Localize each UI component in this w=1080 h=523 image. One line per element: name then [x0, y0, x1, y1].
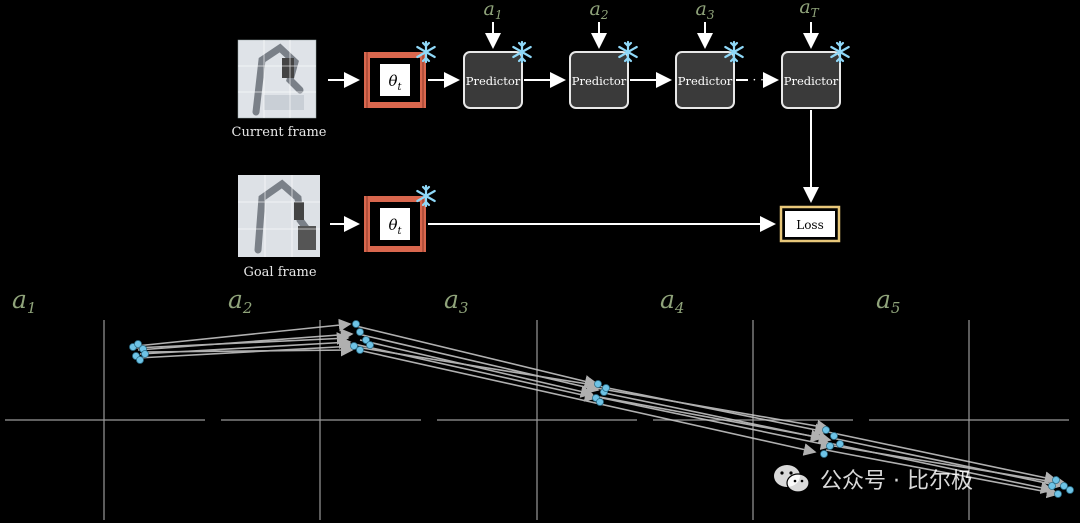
current-frame-image [237, 39, 317, 119]
top-action-3: a [696, 0, 707, 20]
predictor-2-label: Predictor [572, 74, 627, 88]
top-action-2-sub: 2 [600, 8, 609, 22]
predictor-2: Predictor [569, 51, 629, 109]
svg-text:a4: a4 [660, 285, 684, 317]
encoder-top-theta: θ [388, 72, 397, 90]
bottom-action-3: a [444, 285, 459, 314]
goal-frame-label: Goal frame [243, 265, 316, 280]
encoder-bottom: θt [364, 196, 426, 252]
watermark: 公众号 · 比尔极 [772, 462, 973, 496]
loss-box: Loss [779, 205, 841, 243]
top-action-1: a [484, 0, 495, 20]
svg-text:a1: a1 [12, 285, 36, 317]
encoder-bottom-sub: t [398, 226, 403, 237]
bottom-action-4: a [660, 285, 675, 314]
top-action-3-sub: 3 [707, 8, 715, 22]
svg-text:a5: a5 [876, 285, 900, 317]
top-action-2: a [590, 0, 601, 20]
goal-frame-image [238, 175, 320, 257]
predictor-T: Predictor [781, 51, 841, 109]
wechat-icon [772, 462, 812, 496]
action-plots: a1 a2 a3 a4 a5 [5, 285, 1074, 520]
predictor-1-label: Predictor [466, 74, 521, 88]
predictor-3: Predictor [675, 51, 735, 109]
svg-text:a3: a3 [696, 0, 715, 22]
svg-text:a1: a1 [484, 0, 503, 22]
predictor-3-label: Predictor [678, 74, 733, 88]
bottom-action-5: a [876, 285, 891, 314]
bottom-action-4-sub: 4 [674, 299, 685, 317]
encoder-top-sub: t [398, 82, 403, 93]
svg-text:a3: a3 [444, 285, 468, 317]
predictor-1: Predictor [463, 51, 523, 109]
trajectory-points [129, 320, 1074, 498]
top-action-1-sub: 1 [495, 8, 503, 22]
bottom-action-1-sub: 1 [27, 299, 37, 317]
svg-text:θt: θt [388, 72, 402, 93]
encoder-top: θt [364, 52, 426, 108]
svg-text:aT: aT [799, 0, 819, 20]
encoder-bottom-theta: θ [388, 216, 397, 234]
svg-text:a2: a2 [228, 285, 252, 317]
top-action-T-sub: T [811, 6, 820, 20]
bottom-action-2-sub: 2 [242, 299, 253, 317]
loss-label: Loss [796, 218, 824, 232]
watermark-text: 公众号 · 比尔极 [820, 469, 973, 494]
trajectory-arrows [133, 318, 1068, 499]
bottom-action-1: a [12, 285, 27, 314]
svg-text:θt: θt [388, 216, 402, 237]
predictor-T-label: Predictor [784, 74, 839, 88]
bottom-action-2: a [228, 285, 243, 314]
current-frame-label: Current frame [232, 125, 327, 140]
ellipsis: · · · [752, 73, 771, 87]
svg-text:a2: a2 [590, 0, 609, 22]
bottom-action-3-sub: 3 [459, 299, 469, 317]
bottom-action-5-sub: 5 [891, 299, 901, 317]
top-action-T: a [799, 0, 810, 18]
